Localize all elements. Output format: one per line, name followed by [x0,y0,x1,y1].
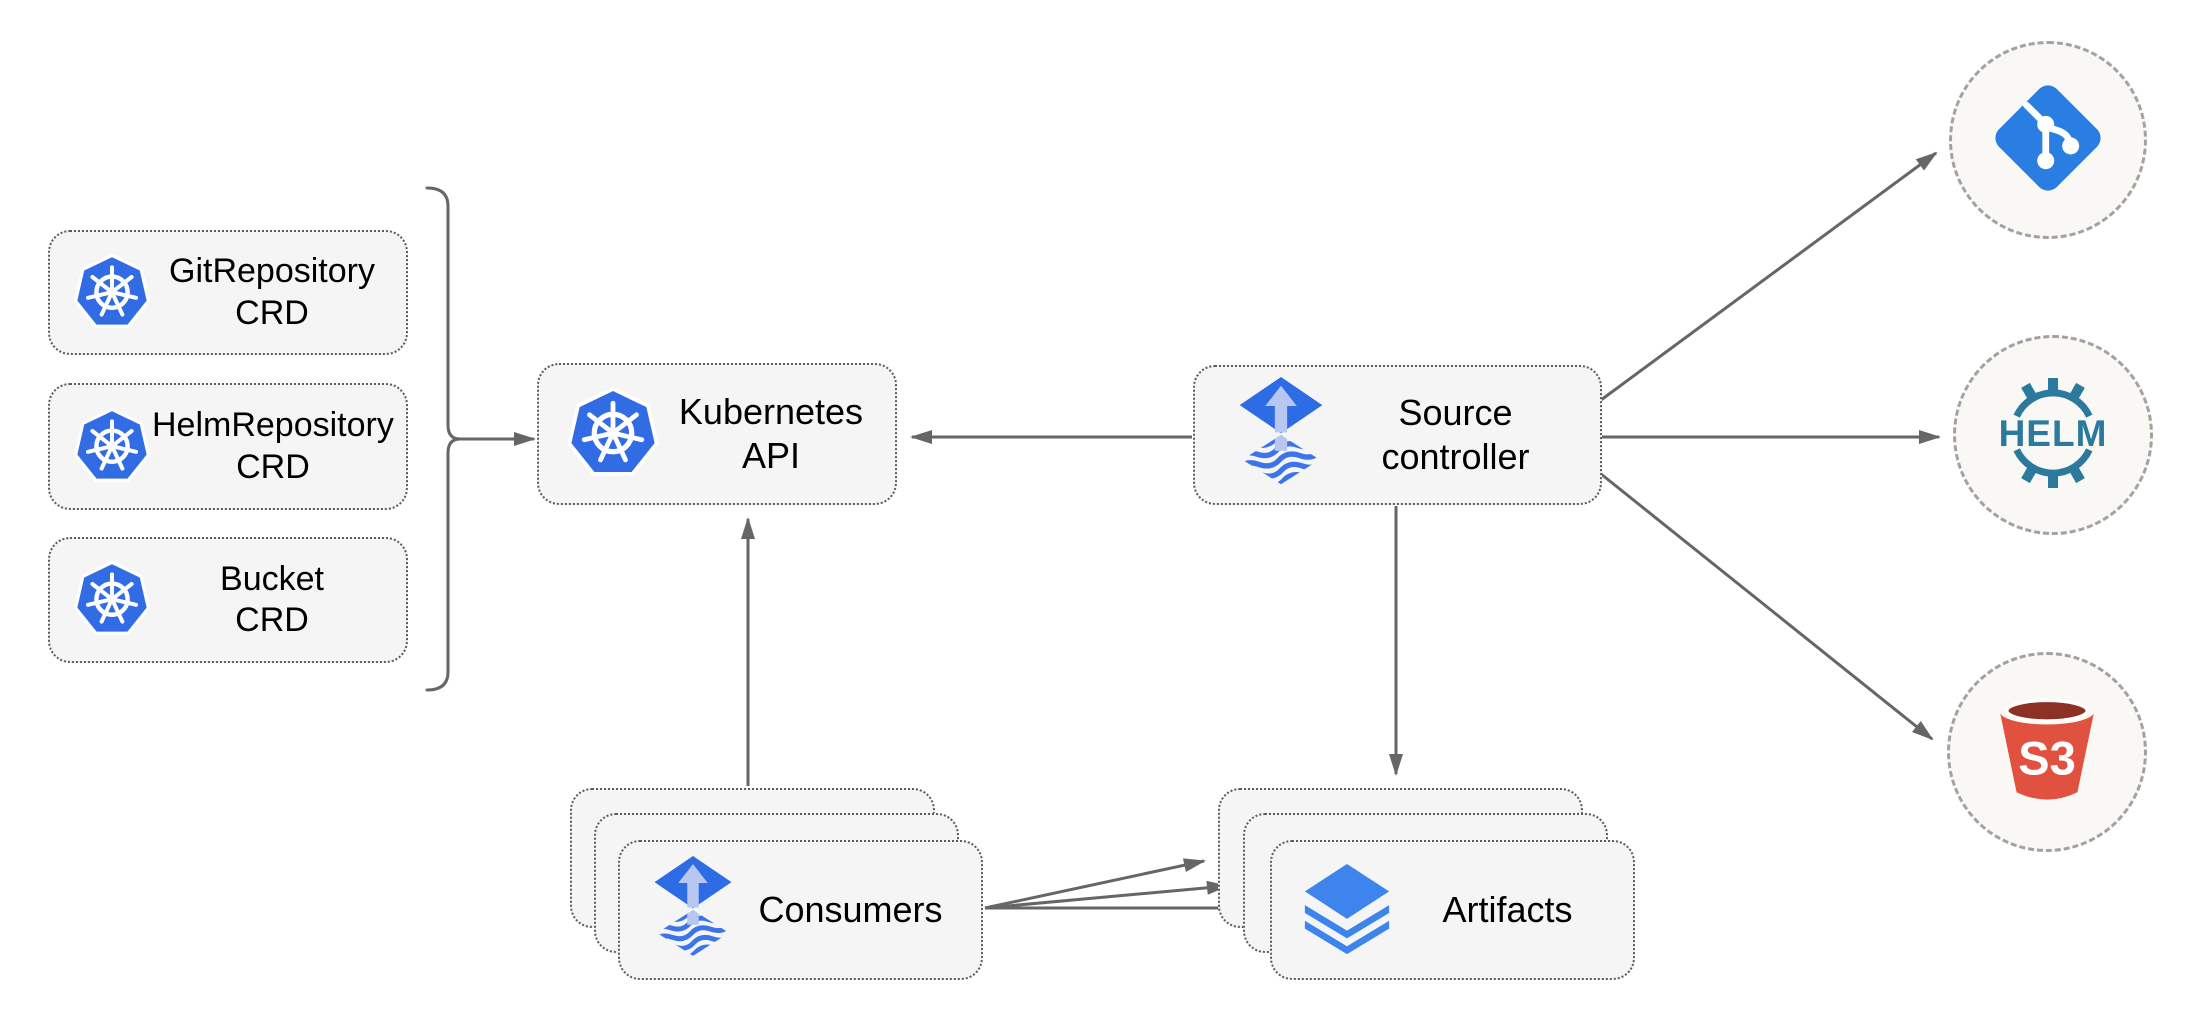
kubernetes-icon [72,560,152,640]
arrow-consumers-to-artifacts-2 [984,880,1229,910]
arrow-consumers-to-artifacts-1 [984,858,1206,910]
endpoint-git [1949,41,2147,239]
node-artifacts: Artifacts [1270,840,1635,980]
node-label: HelmRepository CRD [152,406,394,486]
arrow-source-to-s3 [1600,472,1934,741]
flux-icon [652,856,734,964]
kubernetes-icon [72,407,152,487]
s3-icon: S3 [1993,690,2101,815]
flux-icon [1237,377,1325,493]
node-consumers: Consumers [618,840,983,980]
git-icon [1989,79,2107,202]
node-kubernetes-api: Kubernetes API [537,363,897,505]
node-helmrepository-crd: HelmRepository CRD [48,383,408,510]
helm-icon: HELM [1986,376,2120,495]
node-gitrepository-crd: GitRepository CRD [48,230,408,355]
node-label: Bucket CRD [220,559,324,639]
helm-logo-text: HELM [1999,413,2108,454]
node-label: Artifacts [1442,889,1573,931]
node-source-controller: Source controller [1193,365,1602,505]
node-label: Consumers [758,889,943,931]
node-label: GitRepository CRD [169,252,375,332]
arrow-source-to-git [1600,151,1938,402]
s3-logo-text: S3 [2018,731,2076,784]
endpoint-helm: HELM [1953,335,2153,535]
crd-group-bracket [425,186,461,692]
kubernetes-icon [72,253,152,333]
node-label: Source controller [1381,392,1530,477]
kubernetes-icon [565,386,661,482]
layers-icon [1298,862,1396,958]
endpoint-s3: S3 [1947,652,2147,852]
node-bucket-crd: Bucket CRD [48,537,408,663]
node-label: Kubernetes API [678,391,864,476]
